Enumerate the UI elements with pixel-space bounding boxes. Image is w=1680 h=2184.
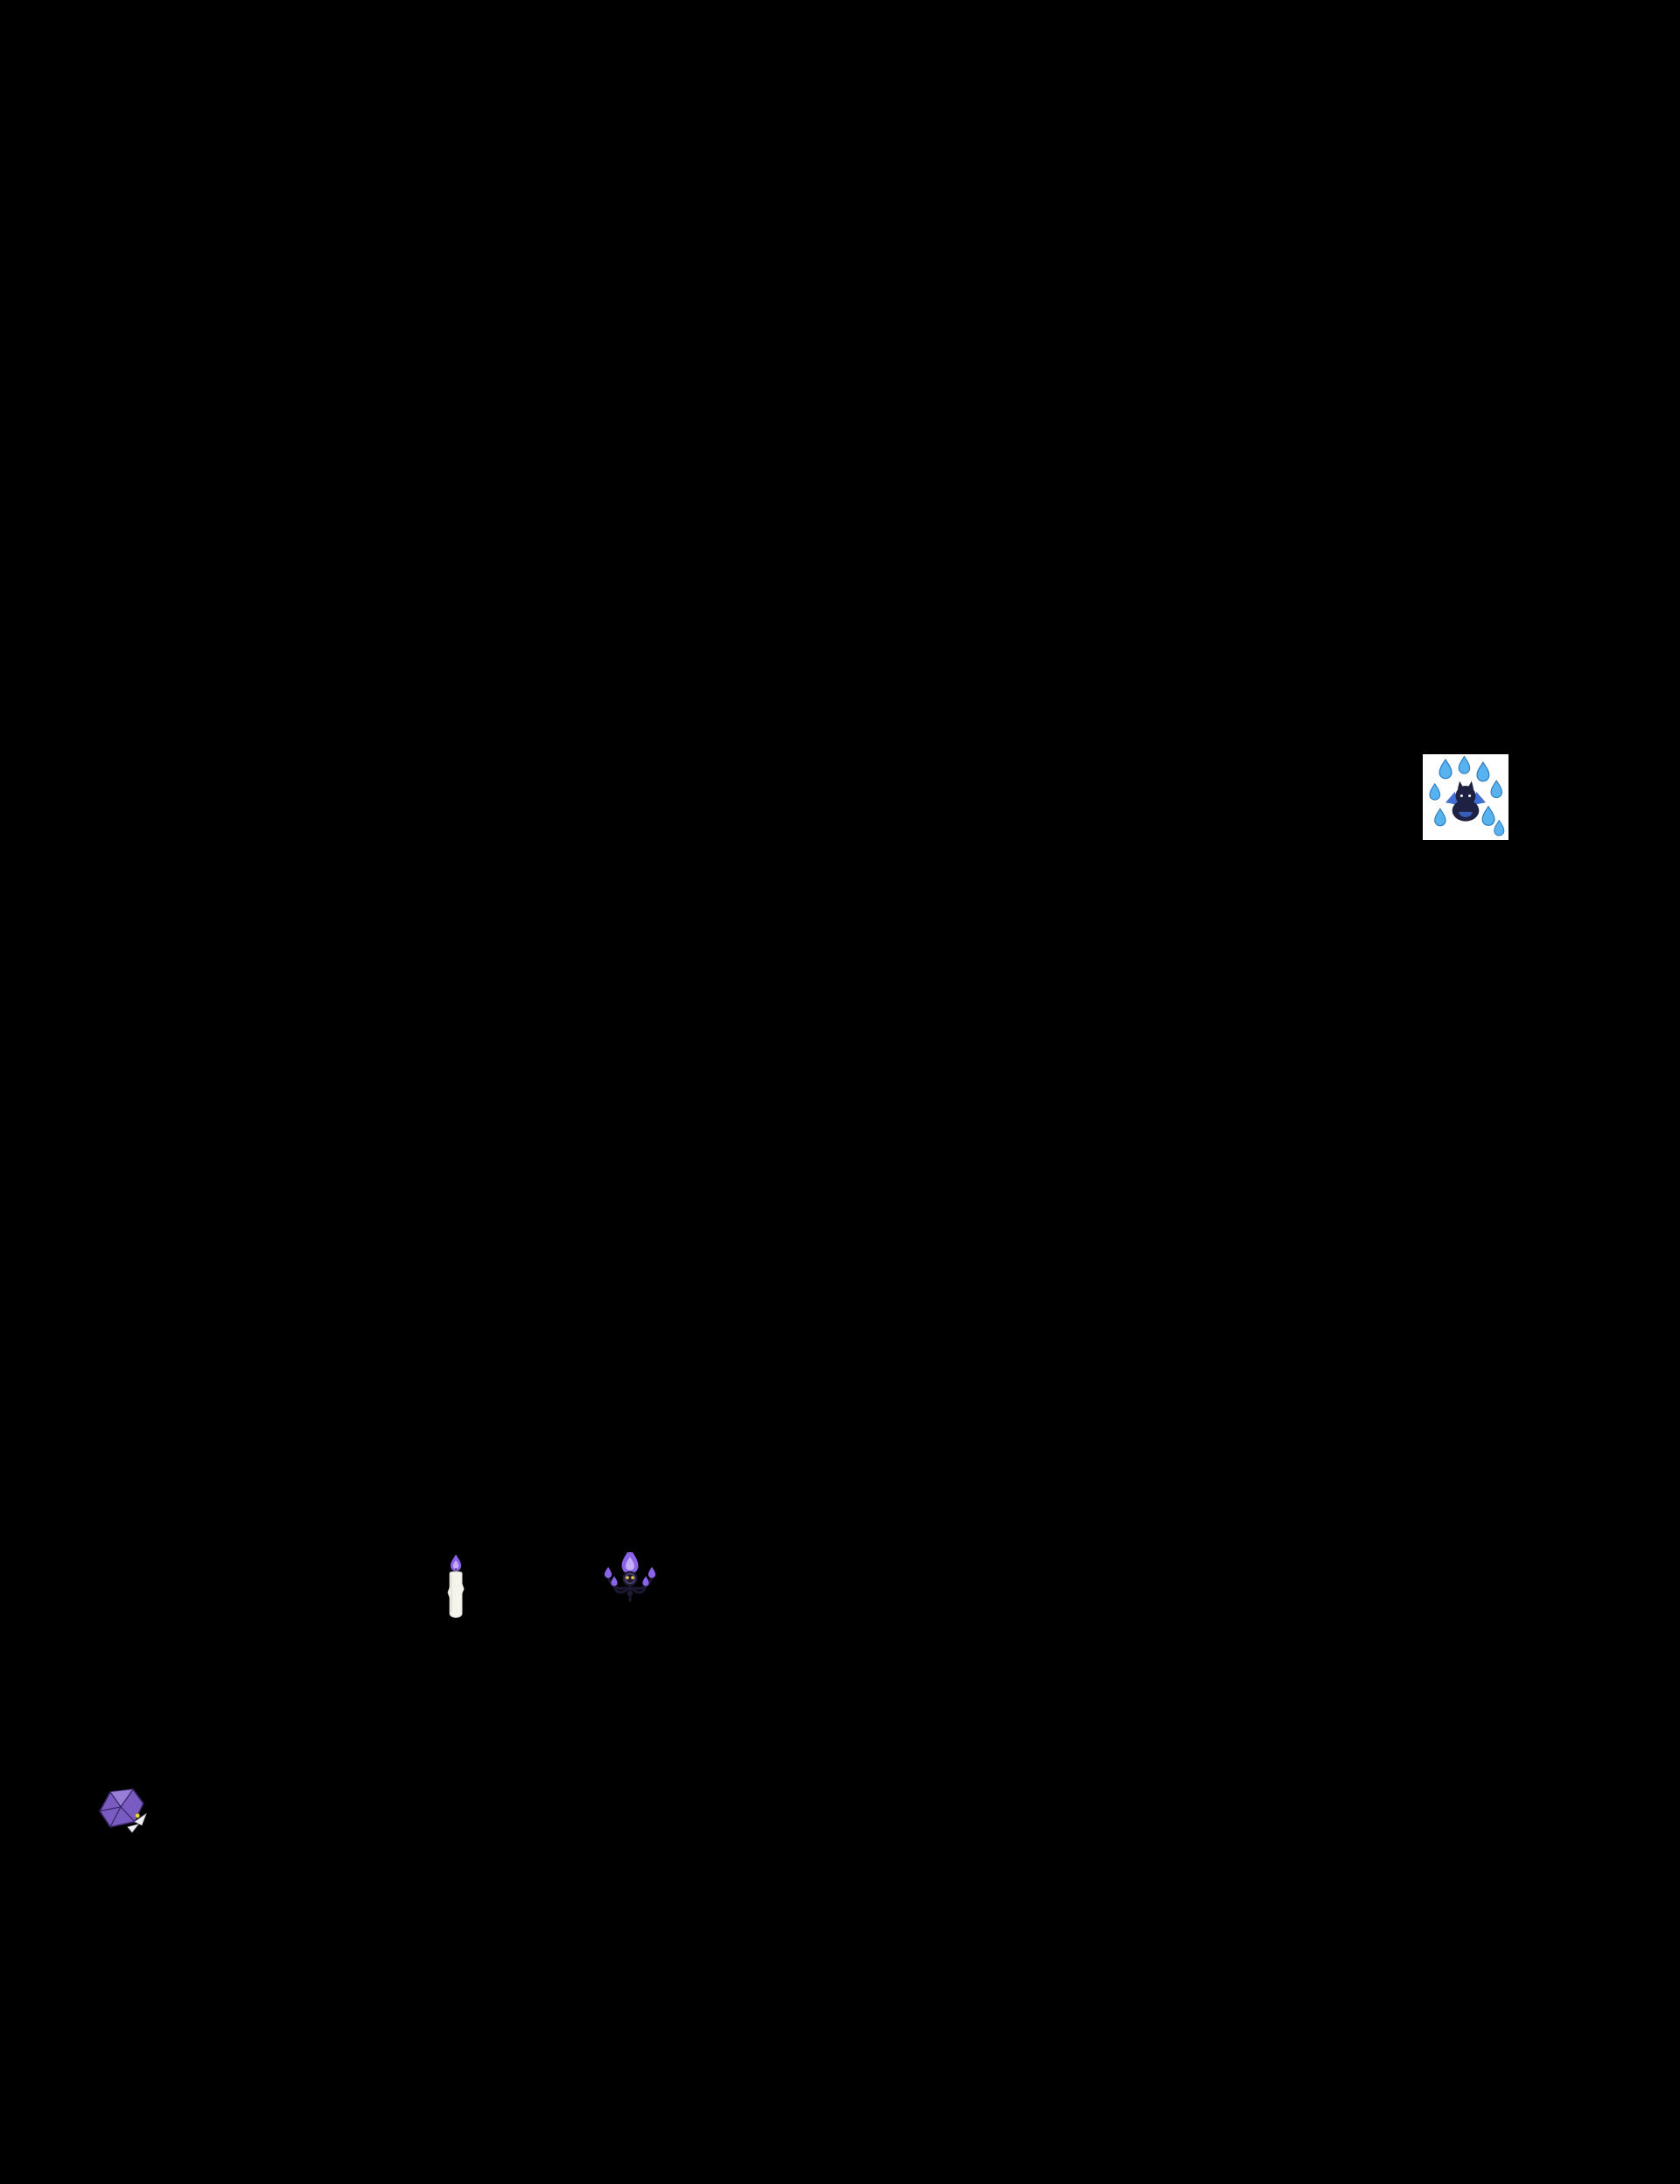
chandelier-hub xyxy=(627,1591,633,1596)
rain-pokemon-panel xyxy=(1423,754,1508,840)
shell-pokemon xyxy=(93,1785,152,1834)
chandelier-top-flame xyxy=(621,1552,639,1574)
shell-eye xyxy=(135,1813,141,1819)
dark-creature xyxy=(1446,780,1486,822)
creature-left-eye xyxy=(1460,794,1463,797)
chandelier-finial xyxy=(628,1599,632,1602)
candle-body xyxy=(447,1571,465,1618)
chandelier-pokemon-icon xyxy=(604,1552,656,1602)
candle-pokemon xyxy=(441,1554,471,1626)
creature-right-eye xyxy=(1468,794,1472,797)
rain-pokemon-icon xyxy=(1423,754,1508,840)
shell-pokemon-icon xyxy=(99,1788,147,1833)
chandelier-pokemon xyxy=(598,1552,662,1615)
shell-body xyxy=(99,1788,144,1828)
shell-teeth xyxy=(127,1812,147,1833)
chandelier-head xyxy=(622,1571,638,1586)
candle-pokemon-icon xyxy=(447,1554,465,1618)
